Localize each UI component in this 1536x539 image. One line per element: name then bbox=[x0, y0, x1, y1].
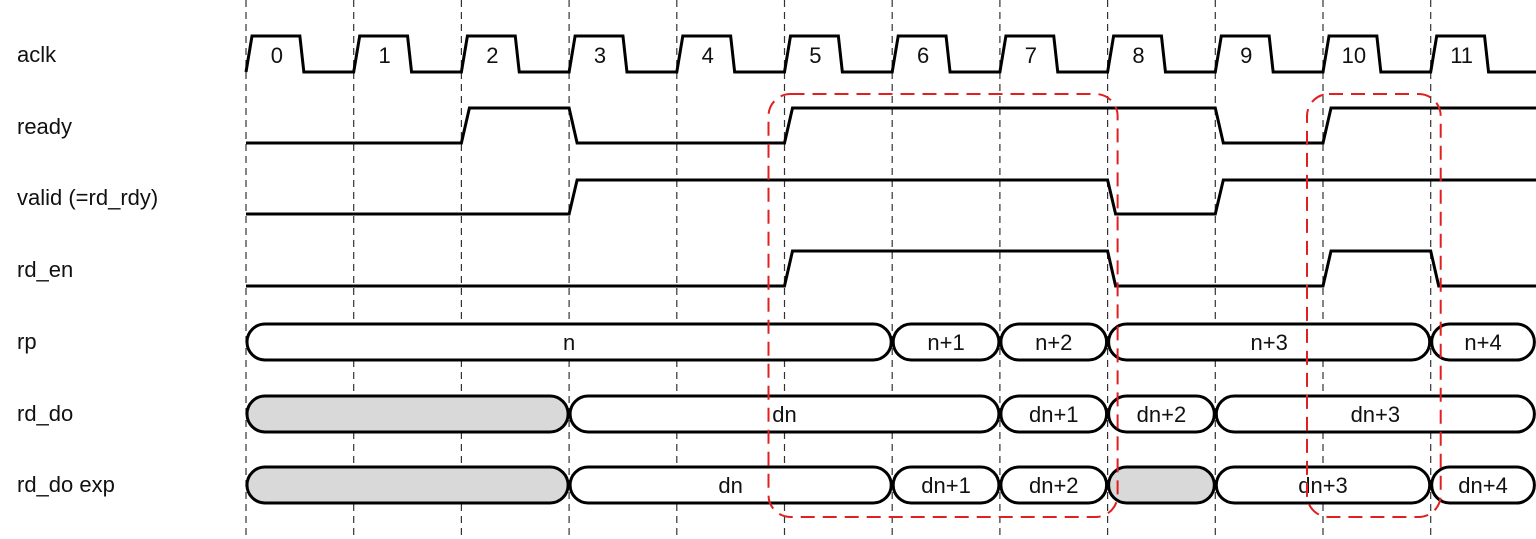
bus-segment-label: dn+4 bbox=[1458, 473, 1508, 498]
label-ready: ready bbox=[17, 114, 73, 139]
clock-waveform bbox=[244, 34, 1536, 74]
clock-cycle-label: 9 bbox=[1240, 43, 1252, 68]
bus-segment bbox=[245, 394, 570, 434]
bus-segment bbox=[568, 465, 893, 505]
clock-cycle-label: 11 bbox=[1450, 43, 1473, 68]
bus-segment-label: n+1 bbox=[927, 330, 964, 355]
clock-cycle-label: 5 bbox=[809, 43, 821, 68]
bus-segment bbox=[568, 394, 1001, 434]
label-rd-do: rd_do bbox=[17, 401, 74, 426]
highlight-box bbox=[1306, 93, 1442, 518]
bus-segment-label: dn+1 bbox=[921, 473, 971, 498]
bus-segment-label: n+2 bbox=[1035, 330, 1072, 355]
bus-segment bbox=[1430, 322, 1536, 362]
bus-segment bbox=[1107, 394, 1216, 434]
bus-segment-label: dn+3 bbox=[1298, 473, 1348, 498]
clock-cycle-label: 7 bbox=[1025, 43, 1037, 68]
bus-segment-label: dn+3 bbox=[1351, 402, 1401, 427]
bus-segment bbox=[1214, 394, 1536, 434]
bus-segment-label: n+4 bbox=[1464, 330, 1501, 355]
bus-segment bbox=[999, 394, 1109, 434]
label-rd-en: rd_en bbox=[17, 257, 74, 282]
bus-segment bbox=[891, 322, 1001, 362]
bus-segment bbox=[999, 465, 1109, 505]
clock-cycle-label: 3 bbox=[594, 43, 606, 68]
label-rd-do-exp: rd_do exp bbox=[17, 472, 115, 497]
signal-waveform-0 bbox=[246, 106, 1536, 145]
bus-segment-label: dn+2 bbox=[1137, 402, 1187, 427]
label-valid: valid (=rd_rdy) bbox=[17, 185, 159, 210]
clock-cycle-label: 10 bbox=[1342, 43, 1366, 68]
bus-segment-label: dn bbox=[718, 473, 742, 498]
bus-segment-label: dn+2 bbox=[1029, 473, 1079, 498]
clock-cycle-label: 1 bbox=[379, 43, 391, 68]
bus-segment-label: dn+1 bbox=[1029, 402, 1079, 427]
bus-segment bbox=[1430, 465, 1536, 505]
bus-segment bbox=[1107, 322, 1432, 362]
clock-cycle-label: 8 bbox=[1132, 43, 1144, 68]
signal-waveform-2 bbox=[246, 249, 1536, 288]
bus-segment-label: n+3 bbox=[1250, 330, 1287, 355]
clock-cycle-label: 6 bbox=[917, 43, 929, 68]
bus-segment bbox=[891, 465, 1001, 505]
clock-cycle-label: 2 bbox=[486, 43, 498, 68]
bus-segment bbox=[245, 465, 570, 505]
bus-segment bbox=[1107, 465, 1216, 505]
signal-waveform-1 bbox=[246, 178, 1536, 216]
clock-cycle-label: 4 bbox=[702, 43, 714, 68]
label-aclk: aclk bbox=[17, 42, 57, 67]
clock-cycle-label: 0 bbox=[271, 43, 283, 68]
label-rp: rp bbox=[17, 329, 37, 354]
bus-segment bbox=[999, 322, 1109, 362]
bus-segment bbox=[1214, 465, 1432, 505]
bus-segment-label: dn bbox=[772, 402, 796, 427]
highlight-box bbox=[767, 93, 1119, 518]
bus-segment-label: n bbox=[563, 330, 575, 355]
bus-segment bbox=[245, 322, 893, 362]
